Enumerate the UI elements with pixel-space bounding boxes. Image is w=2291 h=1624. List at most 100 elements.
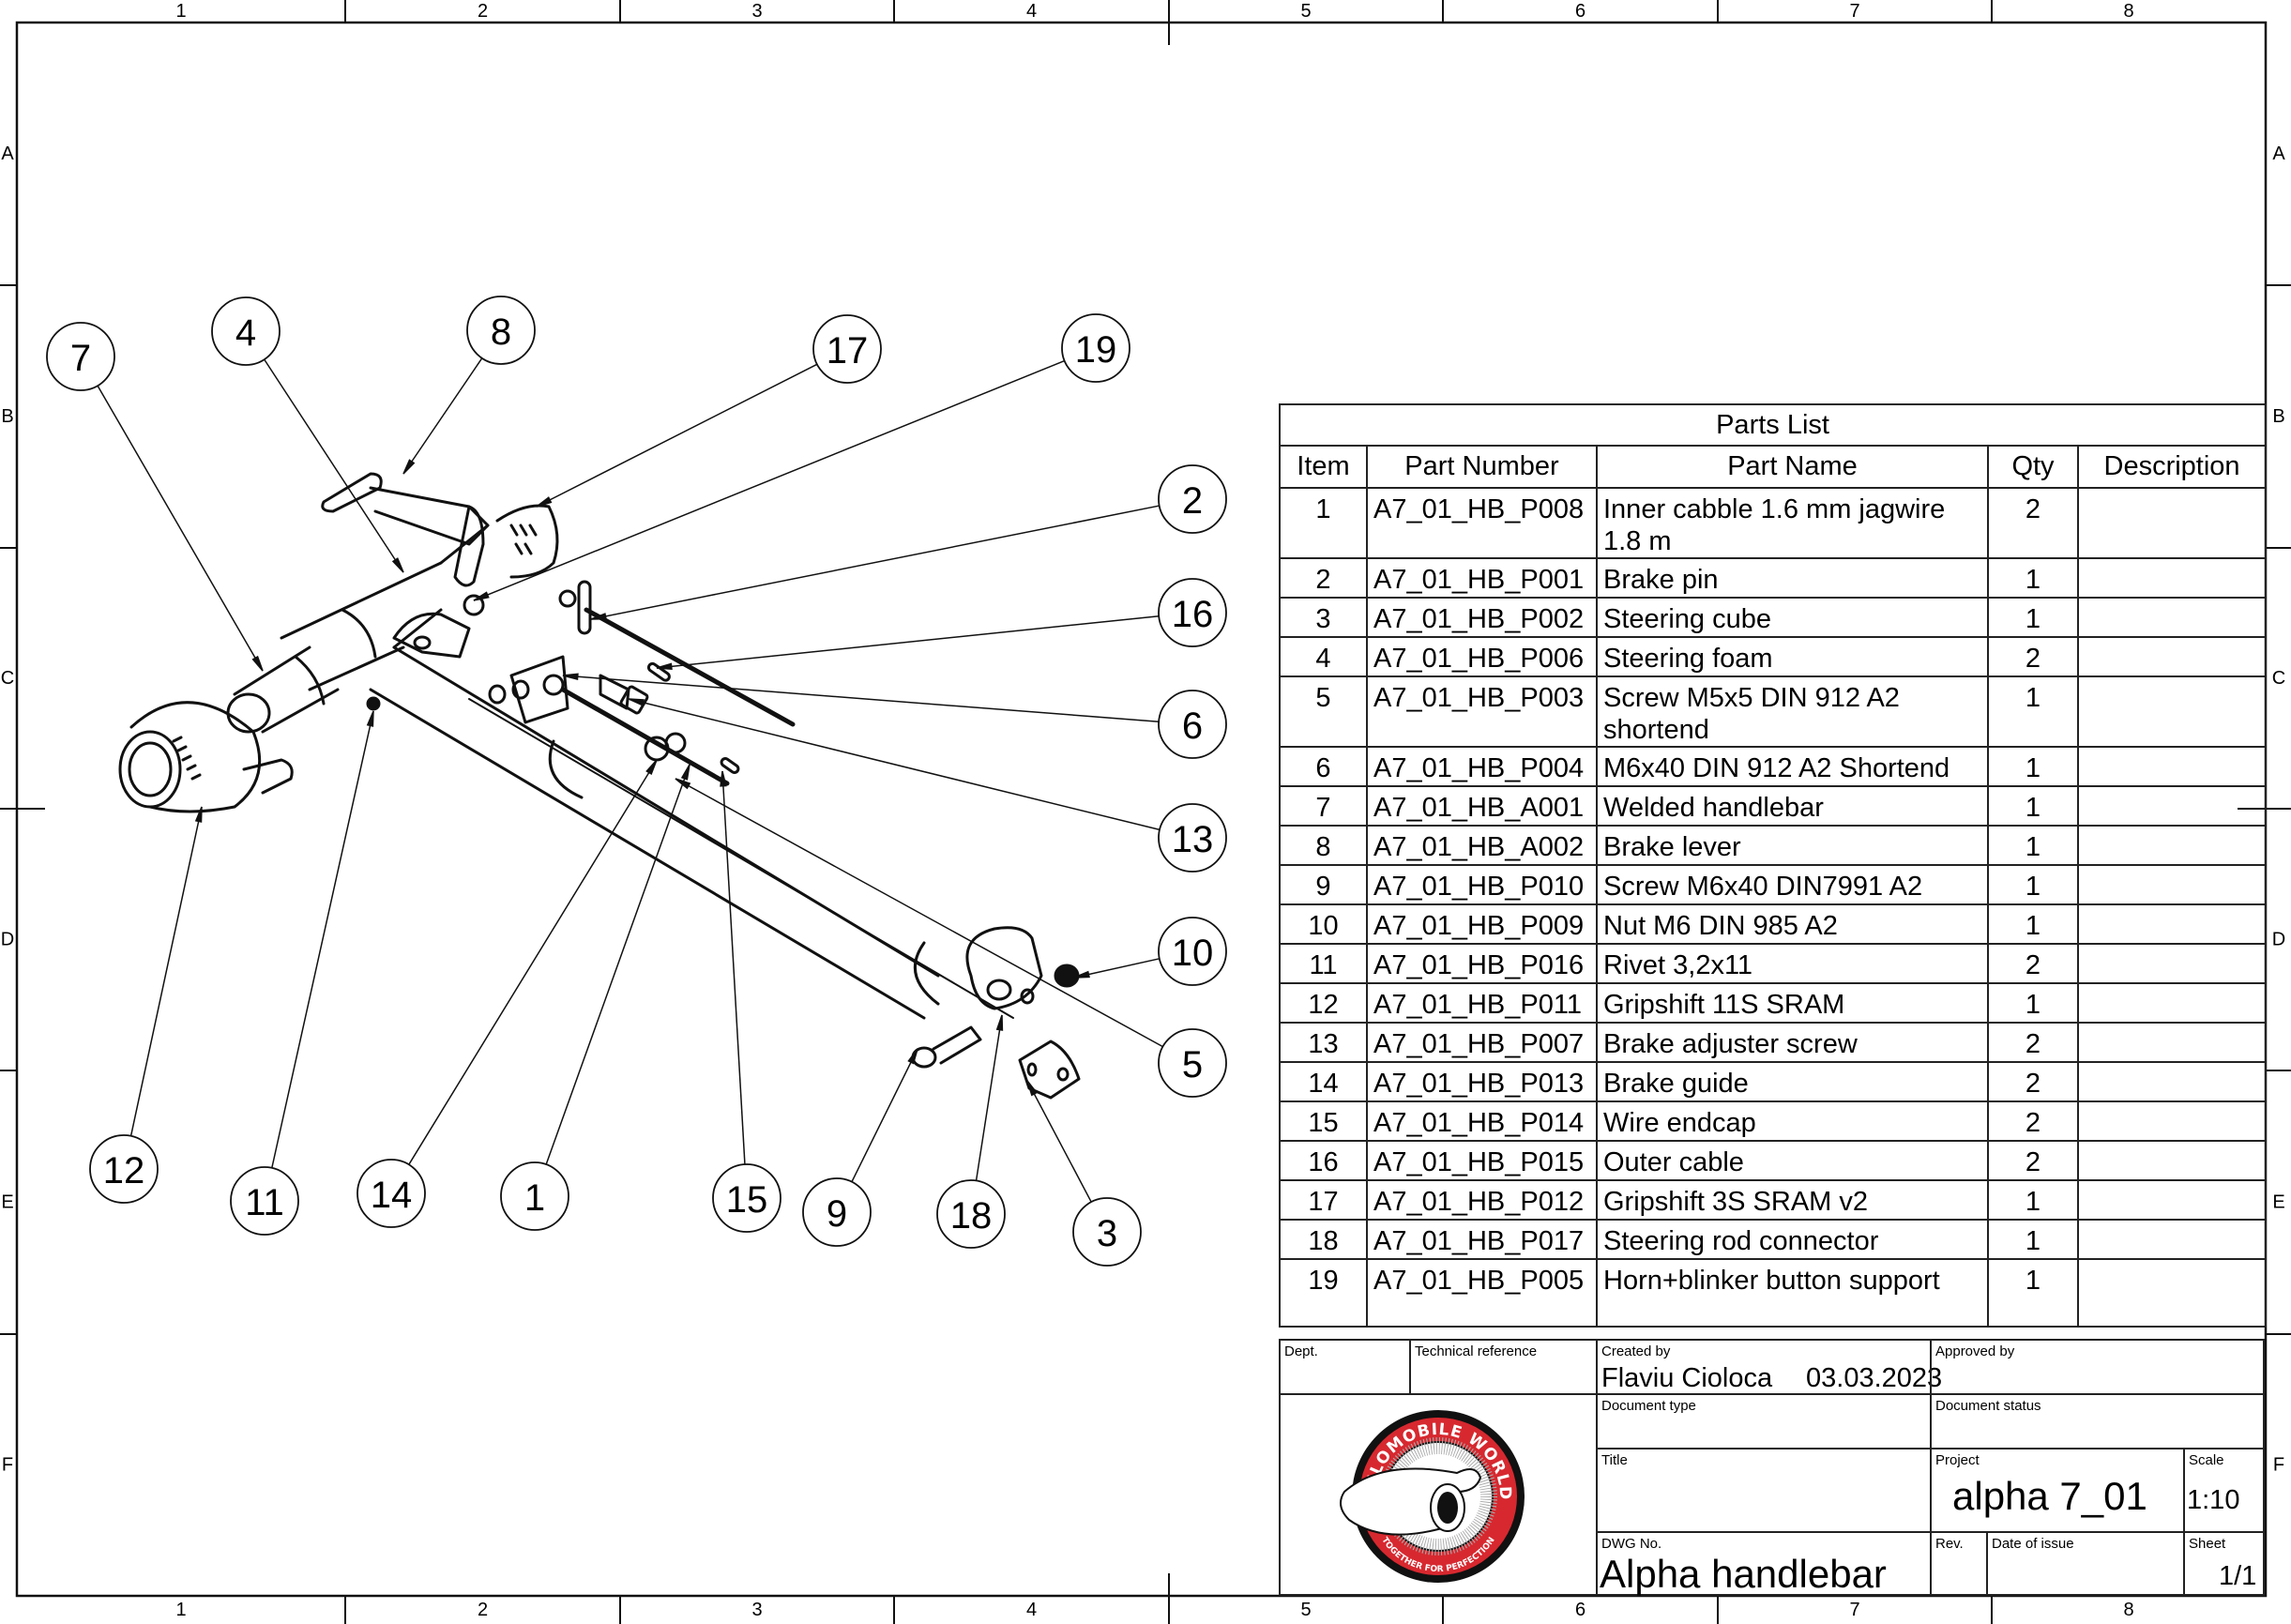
cell-description bbox=[2076, 557, 2268, 599]
zone-column-label-top: 3 bbox=[751, 1, 762, 22]
cell-item: 18 bbox=[1279, 1219, 1368, 1260]
cell-description bbox=[2076, 1061, 2268, 1102]
callout-circle bbox=[1158, 690, 1227, 759]
cell-description bbox=[2076, 943, 2268, 984]
cell-qty: 2 bbox=[1987, 1061, 2079, 1102]
zone-column-label-bottom: 7 bbox=[1849, 1600, 1859, 1620]
cell-qty: 1 bbox=[1987, 864, 2079, 905]
dwg-no-value: Alpha handlebar bbox=[1600, 1552, 1887, 1596]
callout-number: 5 bbox=[1182, 1044, 1203, 1085]
exploded-assembly-view bbox=[118, 472, 1081, 1100]
cell-part-number: A7_01_HB_P001 bbox=[1366, 557, 1598, 599]
cell-part-name: Steering foam bbox=[1596, 636, 1989, 677]
cell-item: 7 bbox=[1279, 785, 1368, 827]
cell-part-name: Wire endcap bbox=[1596, 1100, 1989, 1142]
title-cell: Title bbox=[1596, 1448, 1932, 1533]
cell-description bbox=[2076, 675, 2268, 748]
callout-balloon: 17 bbox=[812, 314, 882, 384]
callout-circle bbox=[936, 1179, 1006, 1249]
scale-value: 1:10 bbox=[2187, 1485, 2240, 1515]
cell-item: 6 bbox=[1279, 746, 1368, 787]
cell-part-number: A7_01_HB_P013 bbox=[1366, 1061, 1598, 1102]
cell-part-number: A7_01_HB_P012 bbox=[1366, 1179, 1598, 1221]
callout-balloon: 8 bbox=[466, 296, 536, 365]
cell-qty: 1 bbox=[1987, 557, 2079, 599]
callout-balloon: 2 bbox=[1158, 464, 1227, 534]
callout-circle bbox=[1158, 1028, 1227, 1098]
leader-line bbox=[402, 357, 483, 475]
cell-part-number: A7_01_HB_A002 bbox=[1366, 825, 1598, 866]
steering-tube bbox=[369, 645, 1014, 1020]
leader-line bbox=[545, 764, 690, 1165]
callout-circle bbox=[1158, 803, 1227, 873]
cell-description bbox=[2076, 1100, 2268, 1142]
callout-balloon: 16 bbox=[1158, 578, 1227, 647]
tech-ref-cell: Technical reference bbox=[1409, 1339, 1598, 1395]
callout-circle bbox=[466, 296, 536, 365]
cell-qty: 2 bbox=[1987, 1100, 2079, 1142]
cell-description bbox=[2076, 636, 2268, 677]
callout-balloon: 3 bbox=[1072, 1197, 1142, 1267]
cell-part-number: A7_01_HB_P006 bbox=[1366, 636, 1598, 677]
callout-circle bbox=[802, 1177, 872, 1247]
leader-line bbox=[271, 710, 374, 1169]
cell-part-name: Brake pin bbox=[1596, 557, 1989, 599]
callout-number: 11 bbox=[245, 1182, 284, 1223]
cell-qty: 1 bbox=[1987, 746, 2079, 787]
approved-by-cell: Approved by bbox=[1930, 1339, 2265, 1395]
leader-line bbox=[129, 806, 203, 1136]
brake-adjuster-screw-part bbox=[599, 674, 649, 715]
zone-row-label-right: F bbox=[2273, 1455, 2284, 1476]
cell-description bbox=[2076, 903, 2268, 945]
callout-balloon: 6 bbox=[1158, 690, 1227, 759]
callout-number: 10 bbox=[1172, 933, 1214, 974]
leader-arrowhead-icon bbox=[656, 662, 673, 671]
created-date: 03.03.2023 bbox=[1806, 1363, 1943, 1393]
leader-line bbox=[264, 358, 404, 573]
callout-number: 2 bbox=[1182, 480, 1203, 522]
cell-item: 13 bbox=[1279, 1022, 1368, 1063]
sheet-value: 1/1 bbox=[2219, 1561, 2257, 1591]
cell-part-name: Brake guide bbox=[1596, 1061, 1989, 1102]
cell-item: 3 bbox=[1279, 597, 1368, 638]
cell-part-number: A7_01_HB_P003 bbox=[1366, 675, 1598, 748]
cell-part-number: A7_01_HB_P005 bbox=[1366, 1258, 1598, 1328]
callout-balloon: 11 bbox=[230, 1166, 299, 1236]
leader-arrowhead-icon bbox=[536, 496, 553, 508]
zone-row-label-left: B bbox=[1, 406, 13, 427]
parts-list-table: Parts List Item Part Number Part Name Qt… bbox=[1278, 403, 2268, 1328]
rev-label: Rev. bbox=[1935, 1536, 1964, 1552]
cell-qty: 1 bbox=[1987, 1219, 2079, 1260]
callout-circle bbox=[1072, 1197, 1142, 1267]
zone-row-label-right: C bbox=[2272, 668, 2285, 689]
cell-part-name: Steering rod connector bbox=[1596, 1219, 1989, 1260]
cell-description bbox=[2076, 487, 2268, 559]
nut-part bbox=[1054, 964, 1080, 988]
gripshift-3s-part bbox=[495, 504, 559, 579]
cell-part-number: A7_01_HB_P014 bbox=[1366, 1100, 1598, 1142]
cell-part-number: A7_01_HB_P008 bbox=[1366, 487, 1598, 559]
project-cell: Project alpha 7_01 bbox=[1930, 1448, 2185, 1533]
dept-cell: Dept. bbox=[1279, 1339, 1411, 1395]
leader-line bbox=[851, 1048, 918, 1183]
callout-number: 1 bbox=[524, 1177, 545, 1219]
zone-row-label-right: D bbox=[2272, 930, 2285, 950]
tech-ref-label: Technical reference bbox=[1415, 1343, 1538, 1359]
zone-column-label-top: 8 bbox=[2123, 1, 2133, 22]
cell-part-name: Welded handlebar bbox=[1596, 785, 1989, 827]
cell-part-name: M6x40 DIN 912 A2 Shortend bbox=[1596, 746, 1989, 787]
callout-number: 4 bbox=[235, 312, 256, 354]
leader-line bbox=[473, 359, 1065, 601]
cell-description bbox=[2076, 1022, 2268, 1063]
velomobile-world-logo: VELOMOBILE WORLD TOGETHER FOR PERFECTION bbox=[1340, 1410, 1525, 1583]
screw-m6x40-part bbox=[911, 1025, 982, 1069]
cell-part-number: A7_01_HB_P010 bbox=[1366, 864, 1598, 905]
cell-description bbox=[2076, 785, 2268, 827]
callout-number: 17 bbox=[827, 330, 869, 372]
